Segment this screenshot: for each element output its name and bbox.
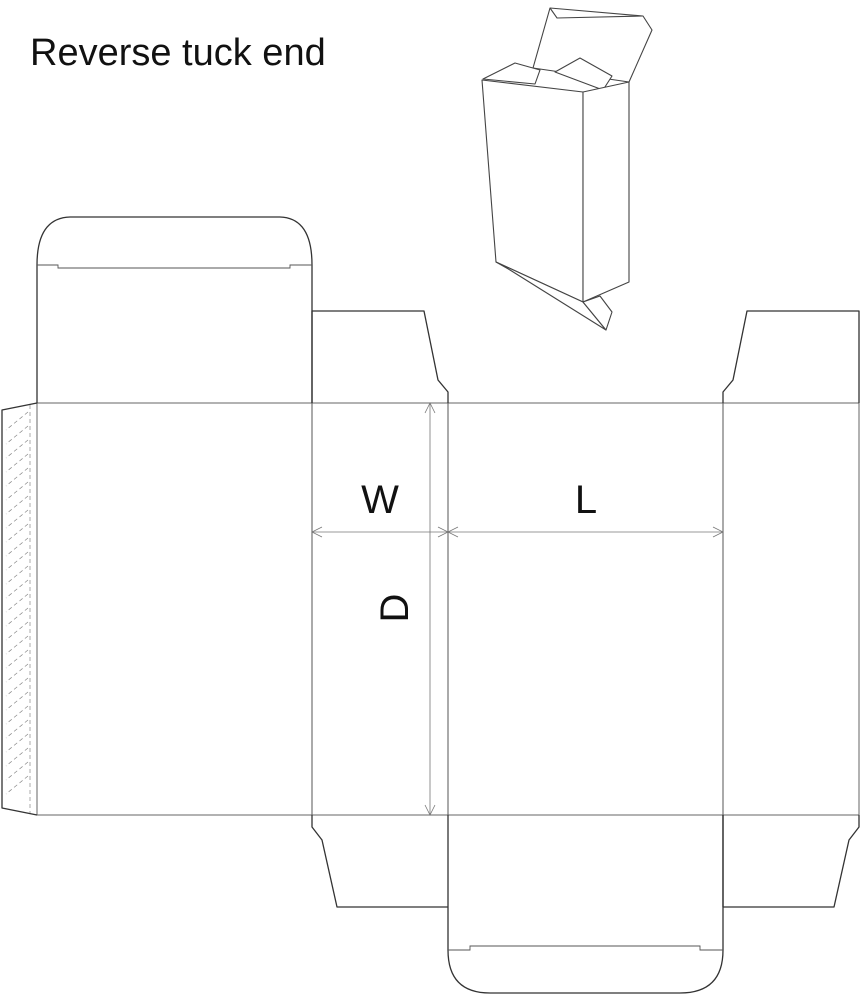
- panel-back-length: [36, 402, 313, 816]
- length-arrow-left: [447, 526, 459, 538]
- bottom-tuck-fold-line: [448, 945, 723, 951]
- glue-flap: [1, 402, 38, 816]
- box-3d-bottom-edge: [495, 261, 607, 331]
- glue-hatch-line: [5, 593, 29, 613]
- box-3d-side-face: [582, 81, 630, 303]
- glue-hatch-line: [5, 509, 29, 529]
- box-3d-top-tuck-fold: [549, 7, 644, 19]
- glue-flap-outline: [1, 402, 38, 816]
- glue-hatch-line: [5, 747, 29, 767]
- glue-hatch-line: [5, 537, 29, 557]
- glue-hatch-line: [5, 761, 29, 781]
- glue-hatch-line: [5, 551, 29, 571]
- glue-hatch-line: [5, 453, 29, 473]
- top-dust-flap-right: [722, 310, 860, 403]
- glue-hatch-line: [5, 579, 29, 599]
- box-3d-front-face: [481, 79, 584, 303]
- glue-hatch-line: [5, 621, 29, 641]
- width-arrow-left: [311, 526, 323, 538]
- glue-hatch-line: [5, 775, 29, 795]
- glue-hatch-line: [5, 635, 29, 655]
- glue-area-hatching: [5, 411, 29, 795]
- glue-hatch-line: [5, 439, 29, 459]
- bottom-tuck-flap-outline: [447, 815, 724, 994]
- top-tuck-flap-outline: [36, 216, 313, 403]
- glue-hatch-line: [5, 677, 29, 697]
- bottom-tuck-flap: [447, 815, 724, 994]
- glue-hatch-line: [5, 705, 29, 725]
- glue-hatch-line: [5, 411, 29, 431]
- top-tuck-flap: [36, 216, 313, 403]
- glue-hatch-line: [5, 691, 29, 711]
- width-label: W: [361, 478, 399, 522]
- panels: [36, 402, 860, 816]
- length-label: L: [575, 478, 597, 522]
- diagram-title: Reverse tuck end: [30, 32, 326, 74]
- panel-front-length: [447, 402, 724, 816]
- length-arrow-right: [712, 526, 724, 538]
- glue-hatch-line: [5, 733, 29, 753]
- glue-hatch-line: [5, 523, 29, 543]
- dimension-lines: [311, 402, 724, 816]
- glue-hatch-line: [5, 649, 29, 669]
- box-3d-top-tuck-flap: [532, 7, 653, 83]
- glue-hatch-line: [5, 607, 29, 627]
- top-tuck-fold-line: [37, 264, 312, 269]
- depth-arrow-top: [424, 402, 436, 414]
- glue-hatch-line: [5, 425, 29, 445]
- glue-hatch-line: [5, 719, 29, 739]
- box-3d-bottom-tuck-flap: [582, 295, 613, 331]
- depth-arrow-bottom: [424, 804, 436, 816]
- glue-hatch-line: [5, 663, 29, 683]
- glue-hatch-line: [5, 481, 29, 501]
- glue-hatch-line: [5, 565, 29, 585]
- panel-side-width-2: [722, 402, 860, 816]
- top-dust-flap-left: [311, 310, 449, 403]
- glue-hatch-line: [5, 467, 29, 487]
- box-3d-right-dust-flap: [554, 57, 613, 91]
- box-3d-left-dust-flap: [482, 62, 541, 85]
- box-3d-preview: [481, 7, 653, 331]
- depth-label: D: [373, 594, 417, 623]
- bottom-dust-flap-left: [311, 815, 448, 908]
- glue-hatch-line: [5, 495, 29, 515]
- bottom-dust-flap-right: [722, 815, 860, 908]
